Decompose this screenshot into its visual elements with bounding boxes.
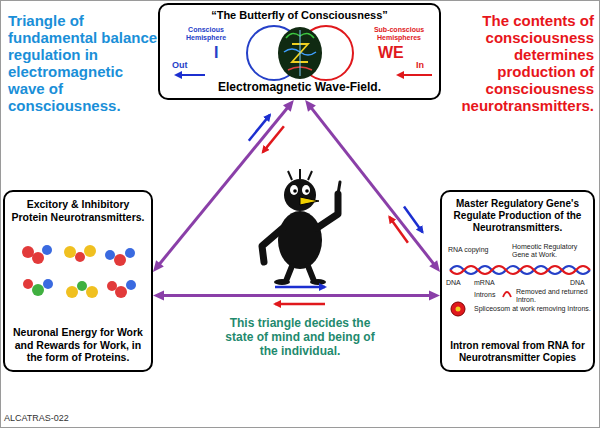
cartoon-figure xyxy=(293,189,297,193)
figure-id: ALCATRAS-022 xyxy=(4,413,69,423)
molecule-illustration xyxy=(107,281,117,291)
cartoon-figure xyxy=(317,194,338,228)
cartoon-figure xyxy=(310,279,326,285)
part-label: Introns xyxy=(474,291,495,299)
butterfly-illustration xyxy=(398,74,432,76)
arrow-head xyxy=(305,100,316,112)
molecule-illustration xyxy=(32,252,44,264)
part-label: Homeotic Regulatory Gene at Work. xyxy=(512,243,592,258)
cartoon-figure xyxy=(288,169,312,180)
molecule-illustration xyxy=(86,286,98,298)
cartoon-figure xyxy=(262,169,340,285)
heading-note: The contents of consciousness determines… xyxy=(446,12,594,114)
arrow-head xyxy=(429,260,440,272)
molecule-illustration xyxy=(84,245,96,257)
molecule-illustration xyxy=(114,254,126,266)
molecule-illustration xyxy=(75,252,85,262)
arrow-head xyxy=(153,291,164,301)
connector-line xyxy=(311,107,435,265)
box-text: Intron removal from RNA for Neurotransmi… xyxy=(448,340,587,364)
molecule-illustration xyxy=(22,245,136,298)
hemisphere-label: Sub-conscious Hemispheres xyxy=(362,26,436,42)
molecule-illustration xyxy=(115,286,127,298)
direction-label: In xyxy=(416,60,424,70)
part-label: Spliceosom at work removing Introns. xyxy=(474,305,592,313)
connector-arrow xyxy=(153,291,440,301)
box-heading: Master Regulatory Gene's Regulate Produc… xyxy=(448,198,587,234)
molecule-illustration xyxy=(64,246,76,258)
cartoon-figure xyxy=(305,189,309,193)
arrow-head xyxy=(429,291,440,301)
flow-arrows xyxy=(275,303,325,306)
molecule-illustration xyxy=(126,280,136,290)
flow-arrows xyxy=(249,115,423,304)
part-label: DNA xyxy=(446,279,461,287)
box-heading: Excitory & Inhibitory Protein Neurotrans… xyxy=(11,198,145,223)
molecule-illustration xyxy=(77,281,87,291)
molecule-illustration xyxy=(42,245,52,255)
dna-illustration xyxy=(451,302,465,316)
butterfly-illustration xyxy=(176,74,205,76)
molecule-illustration xyxy=(105,250,115,260)
part-label: Removed and returned Intron. xyxy=(516,288,592,303)
cartoon-figure xyxy=(308,266,314,281)
cartoon-figure xyxy=(284,179,316,211)
connector-arrow xyxy=(305,100,440,272)
molecule-illustration xyxy=(66,286,78,298)
part-label: DNA xyxy=(570,279,585,287)
flow-arrows xyxy=(249,115,270,141)
dna-illustration xyxy=(503,292,511,297)
arrow-head xyxy=(283,100,294,112)
self-label: WE xyxy=(378,44,404,62)
box-heading: “The Butterfly of Consciousness” xyxy=(164,9,435,22)
direction-label: Out xyxy=(172,60,188,70)
flow-arrows xyxy=(263,126,284,152)
molecule-illustration xyxy=(22,246,34,258)
dna-illustration xyxy=(450,266,590,274)
cartoon-figure xyxy=(290,185,298,195)
part-label: RNA copying xyxy=(448,246,488,254)
molecule-illustration xyxy=(43,279,53,289)
connector-line xyxy=(159,107,288,265)
cartoon-figure xyxy=(338,182,340,194)
cartoon-figure xyxy=(302,185,310,195)
self-label: I xyxy=(214,44,218,62)
part-label: mRNA xyxy=(474,279,495,287)
cartoon-figure xyxy=(262,228,283,262)
cartoon-figure xyxy=(286,266,292,281)
connector-arrow xyxy=(153,100,294,272)
molecule-illustration xyxy=(23,279,33,289)
molecule-illustration xyxy=(32,284,44,296)
cartoon-figure xyxy=(274,279,290,285)
cartoon-figure xyxy=(300,197,319,205)
dna-illustration xyxy=(450,266,590,274)
box-text: Neuronal Energy for Work and Rewards for… xyxy=(11,326,145,364)
butterfly-illustration xyxy=(300,30,301,76)
box-text: Electromagnetic Wave-Field. xyxy=(164,80,435,94)
process-box: Excitory & Inhibitory Protein Neurotrans… xyxy=(3,190,153,372)
connector-line xyxy=(162,294,431,297)
hemisphere-label: Conscious Hemisphere xyxy=(176,26,236,42)
flow-arrows xyxy=(275,286,325,289)
molecule-illustration xyxy=(125,248,135,258)
butterfly-illustration xyxy=(278,27,322,79)
summary-note: This triangle decides the state of mind … xyxy=(215,316,385,358)
dna-illustration xyxy=(456,307,461,312)
cartoon-figure xyxy=(278,211,322,269)
arrow-head xyxy=(153,260,164,272)
heading-note: Triangle of fundamental balance regulati… xyxy=(8,12,158,114)
